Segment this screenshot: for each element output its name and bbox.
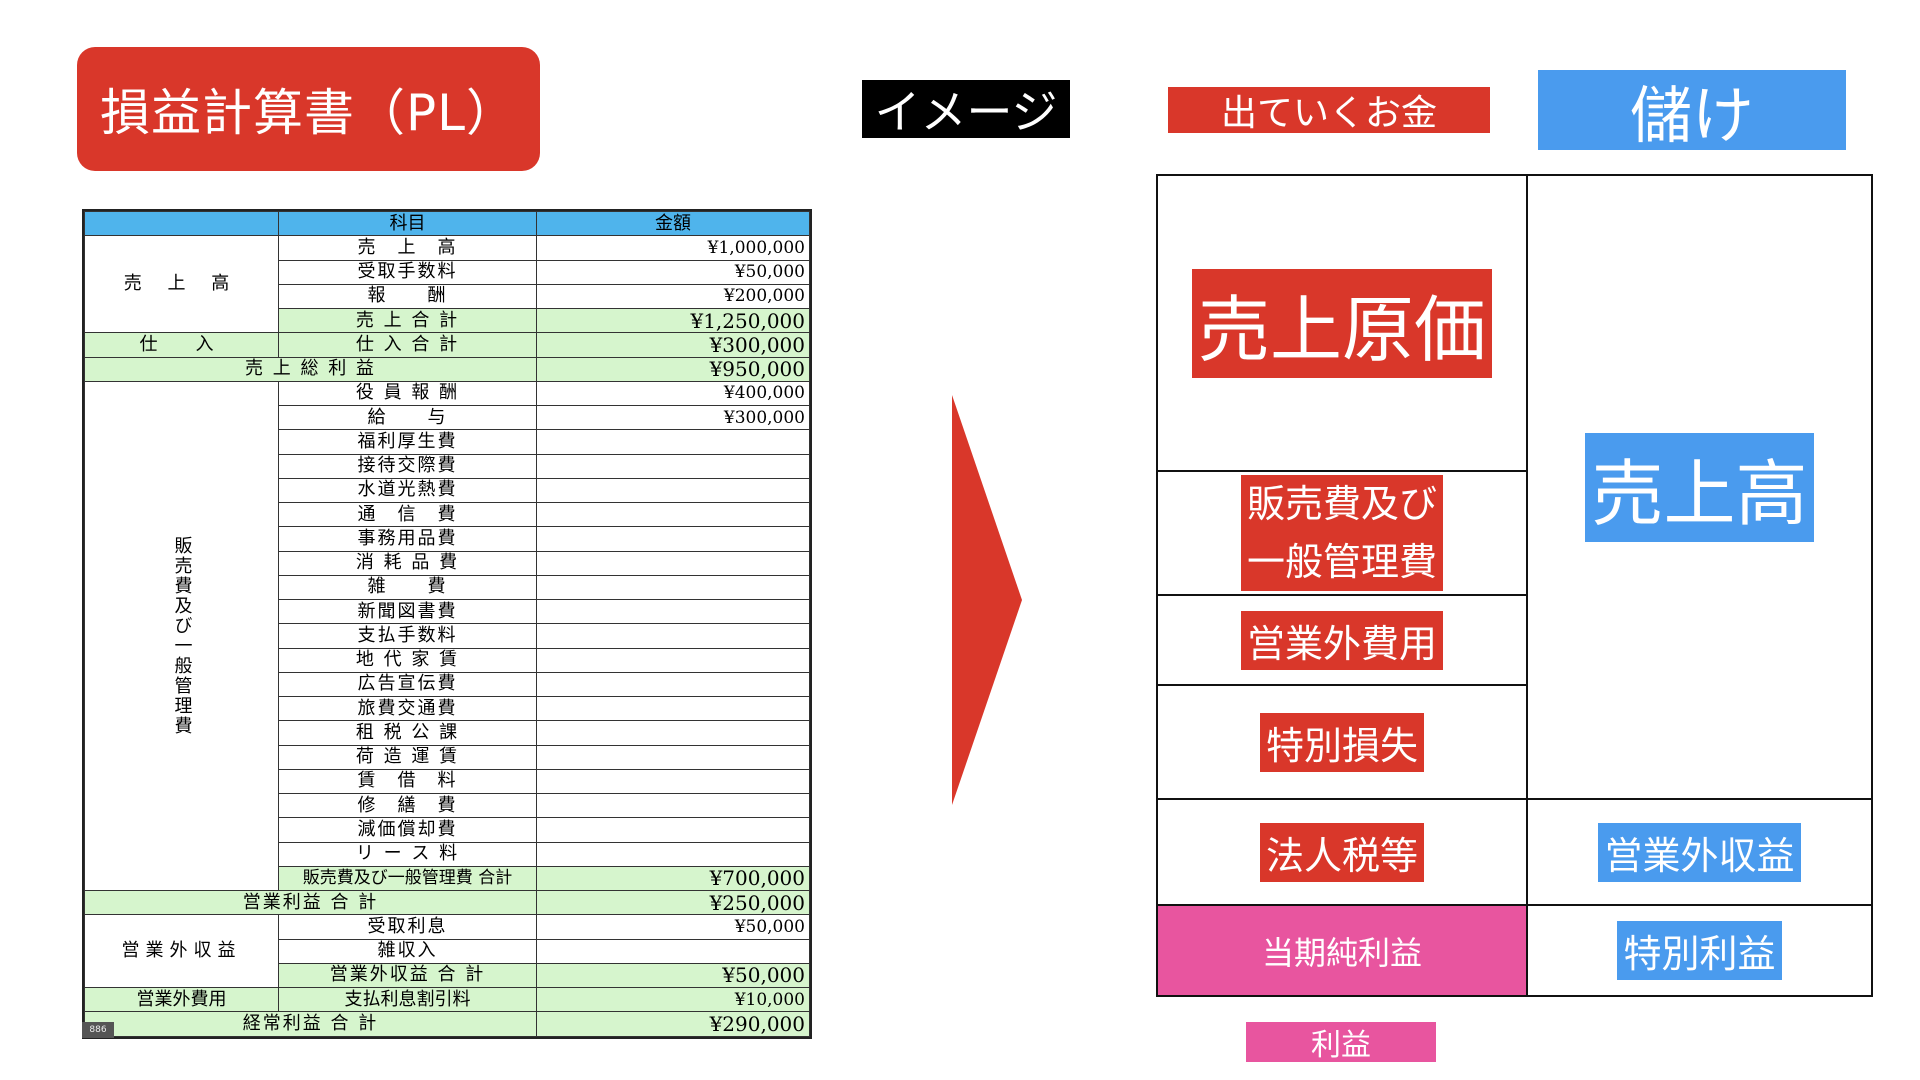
table-row: 雑 費 — [85, 574, 810, 601]
table-row: 受取手数料 ¥50,000 — [85, 259, 810, 285]
table-row: 水道光熱費 — [85, 477, 810, 504]
sales-label: 売上高 — [1585, 432, 1814, 542]
table-row: 給 与¥300,000 — [85, 404, 810, 431]
gain-label: 儲け — [1538, 70, 1846, 152]
table-row: 雑収入 — [85, 938, 810, 964]
category-sales: 売 上 高 — [84, 235, 279, 334]
box-extraordinary-loss: 特別損失 — [1156, 684, 1528, 800]
table-row: 接待交際費 — [85, 453, 810, 479]
table-row: 消 耗 品 費 — [85, 550, 810, 576]
box-corporate-tax: 法人税等 — [1156, 798, 1528, 906]
extraordinary-loss-label: 特別損失 — [1259, 712, 1424, 772]
table-row: 新聞図書費 — [85, 598, 810, 625]
pl-diagram: 売上原価 販売費及び 一般管理費 営業外費用 特別損失 法人税等 当期純利益 売… — [1156, 174, 1873, 997]
profit-label: 利益 — [1246, 1022, 1436, 1063]
table-row: 広告宣伝費 — [85, 671, 810, 698]
page-title: 損益計算書（PL） — [77, 47, 540, 171]
net-income-label: 当期純利益 — [1261, 933, 1422, 972]
table-row: 報 酬 ¥200,000 — [85, 283, 810, 310]
box-net-income: 当期純利益 — [1156, 904, 1528, 997]
table-header-row: 科目 金額 — [84, 210, 810, 237]
table-row-non-op-income-total: 営業外収益 合 計 ¥50,000 — [85, 962, 810, 989]
box-cost-of-sales: 売上原価 — [1156, 174, 1528, 472]
corner-mark: 886 — [82, 1022, 114, 1038]
table-row: リ ー ス 料 — [85, 841, 810, 867]
table-row-sga-total: 販売費及び一般管理費 合計 ¥700,000 — [85, 865, 810, 892]
box-sga: 販売費及び 一般管理費 — [1156, 470, 1528, 596]
table-row: 売 上 高 売 上 高 ¥1,000,000 — [84, 235, 810, 334]
right-arrow-icon — [952, 395, 1022, 805]
header-account: 科目 — [278, 210, 537, 237]
sga-label-line1: 販売費及び — [1240, 475, 1443, 533]
box-sales: 売上高 — [1526, 174, 1873, 800]
cost-of-sales-label: 売上原価 — [1191, 268, 1492, 378]
table-row: 販売費及び一般管理費 役 員 報 酬 ¥400,000 — [84, 380, 810, 892]
non-op-expenses-label: 営業外費用 — [1240, 610, 1443, 670]
outgoing-money-label: 出ていくお金 — [1168, 87, 1490, 134]
category-sga: 販売費及び一般管理費 — [84, 380, 279, 892]
table-row-ordinary-profit: 経常利益 合 計 ¥290,000 — [84, 1011, 810, 1037]
table-row: 減価償却費 — [85, 817, 810, 843]
box-non-op-income: 営業外収益 — [1526, 798, 1873, 906]
table-row-gross-profit: 売 上 総 利 益 ¥950,000 — [84, 356, 810, 382]
corporate-tax-label: 法人税等 — [1259, 822, 1424, 882]
table-row: 福利厚生費 — [85, 429, 810, 455]
table-row-sales-total: 売 上 合 計 ¥1,250,000 — [85, 307, 810, 334]
table-row: 修 繕 費 — [85, 792, 810, 819]
sga-label-line2: 一般管理費 — [1240, 533, 1443, 591]
box-non-op-expenses: 営業外費用 — [1156, 594, 1528, 686]
table-row: 租 税 公 課 — [85, 720, 810, 746]
table-row: 事務用品費 — [85, 526, 810, 552]
table-row-non-op-expense: 営業外費用 支払利息割引料 ¥10,000 — [84, 986, 810, 1013]
image-label: イメージ — [862, 80, 1070, 139]
category-non-op-income: 営業外収益 — [84, 914, 279, 988]
extraordinary-gain-label: 特別利益 — [1617, 921, 1782, 980]
box-extraordinary-gain: 特別利益 — [1526, 904, 1873, 997]
table-row: 営業外収益 受取利息 ¥50,000 — [84, 914, 810, 988]
table-row-operating-profit: 営業利益 合 計 ¥250,000 — [84, 889, 810, 916]
header-amount: 金額 — [536, 210, 810, 237]
pl-table: 科目 金額 売 上 高 売 上 高 ¥1,000,000 受取手数料 ¥50,0… — [82, 209, 812, 1039]
table-row: 荷 造 運 賃 — [85, 744, 810, 770]
non-op-income-label: 営業外収益 — [1598, 822, 1801, 882]
table-row-purchase: 仕 入 仕 入 合 計 ¥300,000 — [84, 332, 810, 358]
